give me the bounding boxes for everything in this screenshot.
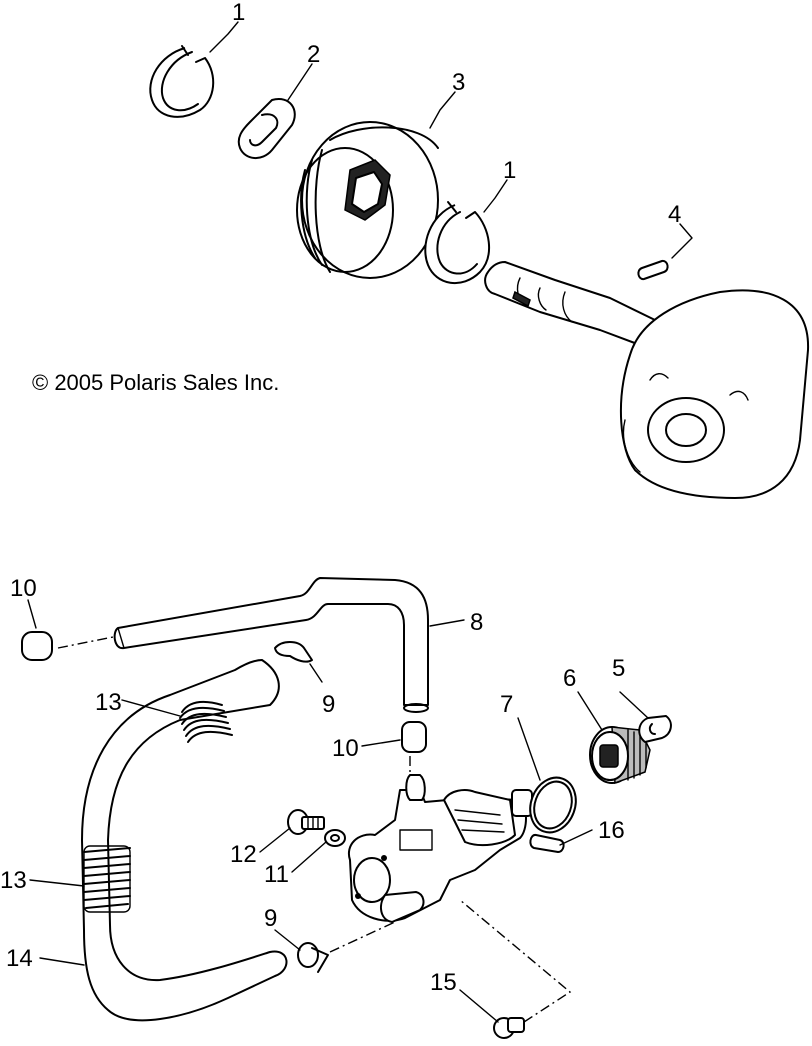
pin-part-16 [529,834,565,853]
callout-9-bottom: 9 [264,905,277,932]
o-ring-part-7 [529,776,577,834]
copyright-text: © 2005 Polaris Sales Inc. [32,370,279,395]
washer-part-11 [324,829,346,847]
callout-16: 16 [598,817,625,844]
key-washer-part-2 [237,98,296,159]
callout-4: 4 [668,201,681,228]
callout-6: 6 [563,665,576,692]
leader-lines-top [209,21,693,259]
pulley-part-3 [296,121,439,279]
callout-12: 12 [230,841,257,868]
spring-clamp-part-13-bottom [83,845,131,913]
callout-5: 5 [612,655,625,682]
snap-ring-part-1-top [149,45,215,118]
callout-7: 7 [500,691,513,718]
hose-clip-part-9-bottom [297,921,396,973]
hose-clip-part-9-top [274,641,313,663]
callout-3: 3 [452,69,465,96]
bolt-part-12 [287,809,325,835]
pin-part-4 [637,259,669,281]
screw-part-15 [459,899,572,1039]
leader-lines-bottom [27,599,649,1023]
crankcase-housing [619,289,810,499]
callout-13-top: 13 [95,689,122,716]
hose-clamp-part-10-left [21,631,119,661]
callout-1-middle: 1 [503,157,516,184]
callout-10-left: 10 [10,575,37,602]
callout-13-bottom: 13 [0,867,27,894]
callout-8: 8 [470,609,483,636]
spring-clamp-part-13-top [179,700,233,743]
drive-shaft [484,261,656,346]
callout-14: 14 [6,945,33,972]
hose-clamp-part-10-middle [401,721,427,790]
callout-1-top: 1 [232,0,245,26]
callout-11: 11 [264,861,289,888]
inlet-hose-part-14 [81,659,288,1022]
snap-ring-part-1-middle [424,201,491,285]
callout-2: 2 [307,41,320,68]
e-clip-part-5 [638,715,672,743]
callout-10-middle: 10 [332,735,359,762]
drive-gear-part-6 [589,726,651,785]
oil-line-hose-part-8 [113,577,429,713]
oil-pump-body [347,774,533,923]
callout-9-top: 9 [322,691,335,718]
callout-15: 15 [430,969,457,996]
